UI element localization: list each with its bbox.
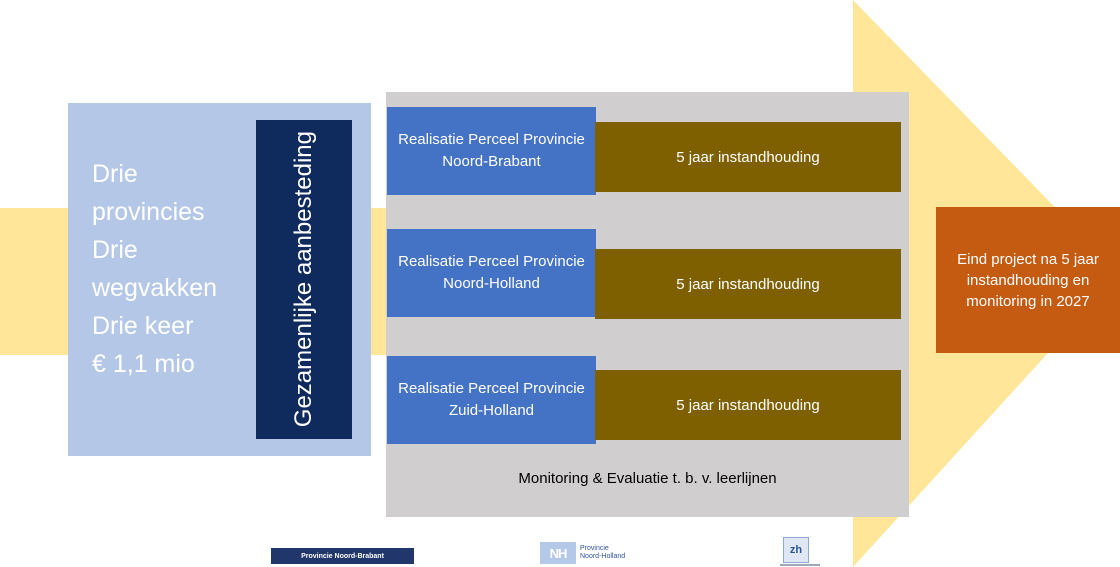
project-end-label: Eind project na 5 jaar instandhouding en… (957, 250, 1099, 310)
zuid-holland-logo-mark: zh (789, 544, 803, 556)
intro-line: wegvakken (92, 274, 218, 302)
joint-tender-box: Gezamenlijke aanbesteding (256, 120, 352, 439)
intro-line: Drie (92, 236, 138, 264)
maintenance-box-zuid-holland: 5 jaar instandhouding (595, 370, 901, 440)
realisation-label: Realisatie Perceel Provincie Noord-Holla… (398, 253, 585, 292)
intro-line: provincies (92, 198, 205, 226)
joint-tender-label: Gezamenlijke aanbesteding (290, 131, 317, 428)
realisation-box-noord-holland: Realisatie Perceel Provincie Noord-Holla… (387, 229, 596, 317)
intro-line: € 1,1 mio (92, 350, 195, 378)
noord-holland-logo-line: Provincie (580, 545, 609, 552)
noord-holland-logo-text: Provincie Noord-Holland (580, 545, 625, 561)
realisation-label: Realisatie Perceel Provincie Zuid-Hollan… (398, 380, 585, 419)
maintenance-box-noord-brabant: 5 jaar instandhouding (595, 122, 901, 192)
noord-brabant-logo: Provincie Noord-Brabant (271, 548, 414, 564)
zuid-holland-logo: zh (783, 537, 809, 563)
noord-brabant-logo-text: Provincie Noord-Brabant (301, 552, 384, 560)
realisation-box-zuid-holland: Realisatie Perceel Provincie Zuid-Hollan… (387, 356, 596, 444)
maintenance-label: 5 jaar instandhouding (676, 275, 820, 293)
maintenance-label: 5 jaar instandhouding (676, 396, 820, 414)
maintenance-box-noord-holland: 5 jaar instandhouding (595, 249, 901, 319)
noord-holland-logo: NH Provincie Noord-Holland (540, 541, 625, 565)
intro-line: Drie keer (92, 312, 194, 340)
realisation-label: Realisatie Perceel Provincie Noord-Braba… (398, 131, 585, 170)
intro-line: Drie (92, 160, 138, 188)
noord-holland-logo-mark: NH (540, 542, 576, 564)
project-end-box: Eind project na 5 jaar instandhouding en… (936, 207, 1120, 353)
noord-holland-logo-line: Noord-Holland (580, 553, 626, 560)
monitoring-label: Monitoring & Evaluatie t. b. v. leerlijn… (518, 470, 777, 487)
zuid-holland-logo-underline (780, 564, 820, 566)
realisation-box-noord-brabant: Realisatie Perceel Provincie Noord-Braba… (387, 107, 596, 195)
maintenance-label: 5 jaar instandhouding (676, 148, 820, 166)
